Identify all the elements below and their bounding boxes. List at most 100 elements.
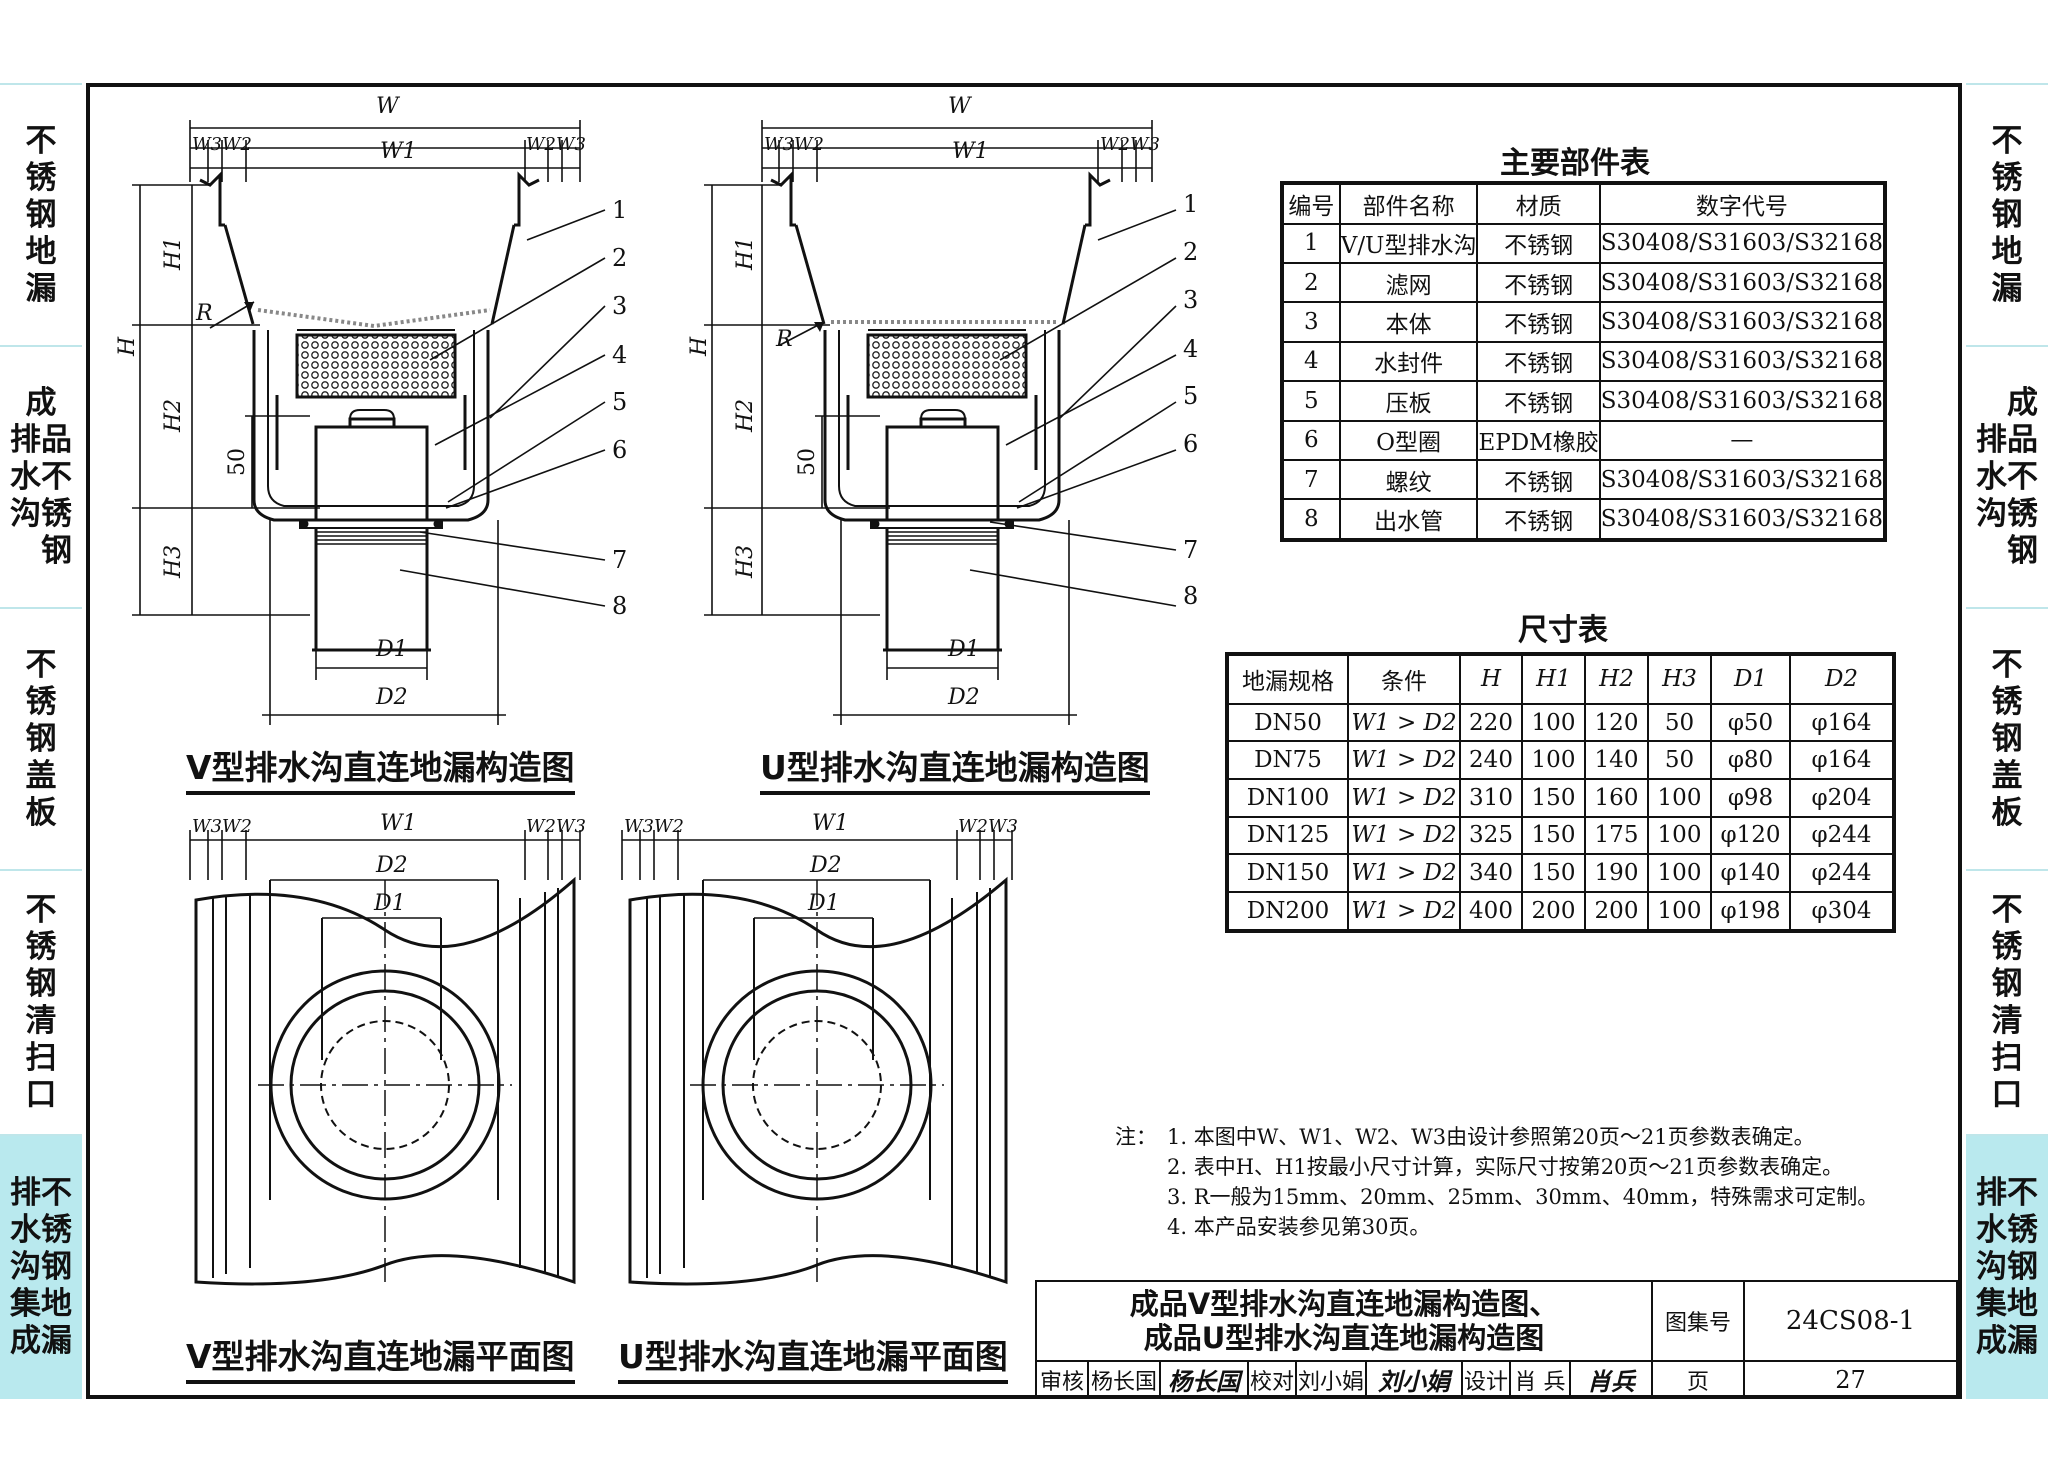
table-cell: 325 xyxy=(1459,815,1523,856)
dim-d1-label: D1 xyxy=(947,637,980,662)
table-cell: φ164 xyxy=(1789,702,1895,743)
callout-8: 8 xyxy=(612,592,627,620)
callout-1: 1 xyxy=(612,196,627,224)
note-text: 4. 本产品安装参见第30页。 xyxy=(1167,1215,1431,1239)
table-cell: DN125 xyxy=(1226,815,1349,856)
dim-w3-label: W3 xyxy=(192,134,222,155)
header-h3: H3 xyxy=(1662,666,1697,693)
table-header-cell: 材质 xyxy=(1476,182,1601,225)
table-cell: 2 xyxy=(1281,261,1341,304)
title-block: 成品V型排水沟直连地漏构造图、 成品U型排水沟直连地漏构造图 图集号 24CS0… xyxy=(1035,1280,1958,1399)
dim-w1-label: W1 xyxy=(812,811,849,836)
dim-d2-label: D2 xyxy=(375,853,408,878)
table-cell: φ80 xyxy=(1710,740,1791,781)
table-cell: S30408/S31603/S32168 xyxy=(1598,380,1887,422)
callout-3: 3 xyxy=(1183,286,1198,314)
dim-w2-label: W2 xyxy=(1100,134,1130,155)
table-cell: 本体 xyxy=(1338,301,1479,343)
table-cell: 200 xyxy=(1584,890,1649,933)
drawing-title: 成品V型排水沟直连地漏构造图、 成品U型排水沟直连地漏构造图 xyxy=(1035,1280,1653,1362)
side-tab-cleanout[interactable]: 不 锈 钢 清 扫 口 xyxy=(0,869,82,1134)
dim-w3-label: W3 xyxy=(988,816,1018,837)
dim-w3-label: W3 xyxy=(764,134,794,155)
check-label: 校对 xyxy=(1247,1360,1297,1399)
callout-3: 3 xyxy=(612,292,627,320)
dim-w1-label: W1 xyxy=(380,811,417,836)
table-cell: 3 xyxy=(1281,301,1341,343)
dim-w2-label: W2 xyxy=(654,816,684,837)
checker-signature: 刘小娟 xyxy=(1365,1360,1463,1399)
dimension-labels: W W3 W2 W1 W2 W3 H H1 H2 H3 50 R D1 D2 W… xyxy=(115,94,1160,916)
drawing-frame xyxy=(86,83,1962,1399)
table-cell: W1 > D2 xyxy=(1347,890,1461,933)
side-tab-cover-plate[interactable]: 不 锈 钢 盖 板 xyxy=(1966,607,2048,869)
table-cell: DN50 xyxy=(1226,702,1349,743)
callout-2: 2 xyxy=(612,244,627,272)
table-cell: 不锈钢 xyxy=(1476,222,1601,264)
table-cell: S30408/S31603/S32168 xyxy=(1598,222,1887,264)
design-label: 设计 xyxy=(1461,1360,1511,1399)
table-cell: 100 xyxy=(1521,740,1586,781)
side-tab-cleanout[interactable]: 不 锈 钢 清 扫 口 xyxy=(1966,869,2048,1134)
dim-d2-label: D2 xyxy=(947,685,980,710)
callout-numbers: 1 2 3 4 5 6 7 8 1 2 3 4 5 6 7 8 xyxy=(612,190,1198,620)
table-header-cell: H xyxy=(1459,653,1523,705)
table-cell: EPDM橡胶 xyxy=(1476,419,1601,462)
reviewer-signature: 杨长国 xyxy=(1159,1360,1249,1399)
table-cell: 4 xyxy=(1281,340,1341,383)
dim-h1-label: H1 xyxy=(161,237,186,271)
table-cell: 120 xyxy=(1584,702,1649,743)
dim-d2-label: D2 xyxy=(375,685,408,710)
side-tab-drain-channel[interactable]: 成 排品 水不 沟锈 钢 xyxy=(0,345,82,607)
callout-5: 5 xyxy=(612,388,627,416)
note-text: 3. R一般为15mm、20mm、25mm、30mm、40mm，特殊需求可定制。 xyxy=(1167,1185,1879,1209)
callout-4: 4 xyxy=(612,341,627,369)
dim-d2-label: D2 xyxy=(809,853,842,878)
side-tab-floor-drain[interactable]: 不 锈 钢 地 漏 xyxy=(1966,83,2048,345)
u-plan-drawing xyxy=(621,830,1013,1286)
table-cell: 100 xyxy=(1647,778,1712,818)
table-cell: φ164 xyxy=(1789,740,1895,781)
table-cell: 175 xyxy=(1584,815,1649,856)
callout-7: 7 xyxy=(612,546,627,574)
u-section-drawing xyxy=(704,120,1177,725)
notes-label: 注： xyxy=(1115,1125,1157,1149)
dim-50-label: 50 xyxy=(795,448,820,476)
u-plan-title: U型排水沟直连地漏平面图 xyxy=(618,1330,1008,1384)
table-cell: 150 xyxy=(1521,815,1586,856)
callout-7: 7 xyxy=(1183,536,1198,564)
table-header-cell: 数字代号 xyxy=(1598,182,1887,225)
table-cell: 150 xyxy=(1521,853,1586,893)
side-tab-floor-drain[interactable]: 不 锈 钢 地 漏 xyxy=(0,83,82,345)
callout-1: 1 xyxy=(1183,190,1198,218)
parts-table-title: 主要部件表 xyxy=(1500,146,1650,181)
table-cell: φ140 xyxy=(1710,853,1791,893)
page-label: 页 xyxy=(1651,1360,1745,1399)
condition-text: W1 > D2 xyxy=(1351,784,1457,811)
side-tab-integrated-drain[interactable]: 排不 水锈 沟钢 集地 成漏 xyxy=(0,1134,82,1399)
side-tab-cover-plate[interactable]: 不 锈 钢 盖 板 xyxy=(0,607,82,869)
side-tab-integrated-drain[interactable]: 排不 水锈 沟钢 集地 成漏 xyxy=(1966,1134,2048,1399)
table-cell: φ50 xyxy=(1710,702,1791,743)
dim-w3-label: W3 xyxy=(624,816,654,837)
checker-name: 刘小娟 xyxy=(1295,1360,1367,1399)
table-cell: W1 > D2 xyxy=(1347,853,1461,893)
dim-w2-label: W2 xyxy=(222,816,252,837)
designer-signature: 肖兵 xyxy=(1569,1360,1653,1399)
v-section-title: V型排水沟直连地漏构造图 xyxy=(186,741,575,795)
dim-w2-label: W2 xyxy=(526,816,556,837)
condition-text: W1 > D2 xyxy=(1351,822,1457,849)
table-cell: DN100 xyxy=(1226,778,1349,818)
table-header-cell: H1 xyxy=(1521,653,1586,705)
dim-h2-label: H2 xyxy=(733,399,758,433)
table-cell: 50 xyxy=(1647,740,1712,781)
designer-name: 肖 兵 xyxy=(1509,1360,1571,1399)
table-cell: 50 xyxy=(1647,702,1712,743)
side-tab-drain-channel[interactable]: 成 排品 水不 沟锈 钢 xyxy=(1966,345,2048,607)
dim-r-label: R xyxy=(775,327,793,352)
header-d2: D2 xyxy=(1824,666,1859,693)
